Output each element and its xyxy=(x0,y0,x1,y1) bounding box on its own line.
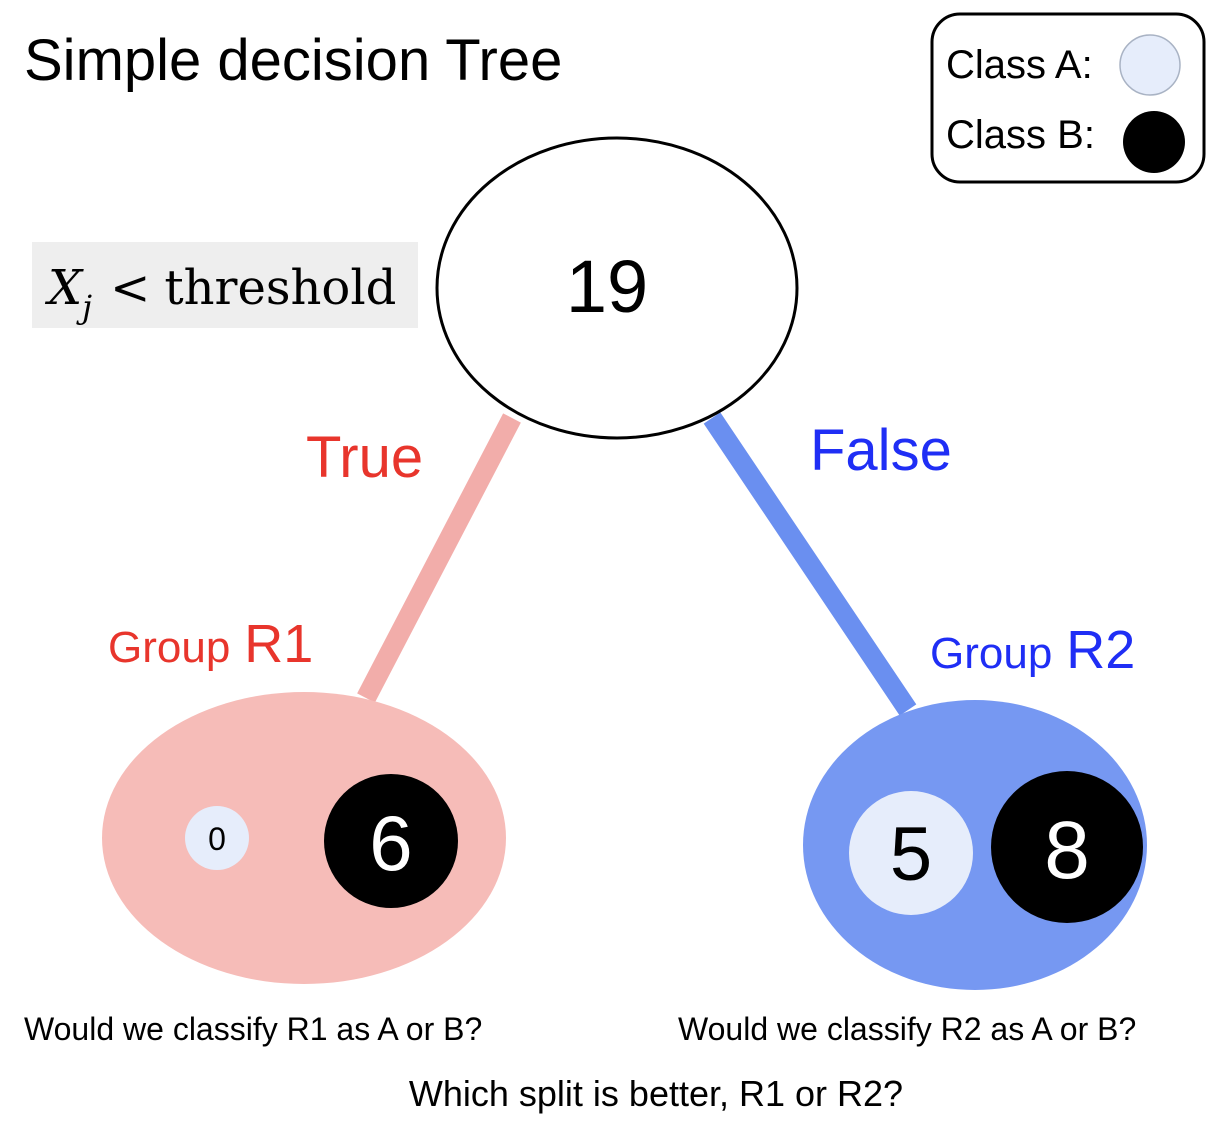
false-edge xyxy=(703,412,917,716)
group-r2-prefix: Group xyxy=(930,629,1052,678)
condition-box xyxy=(32,242,418,328)
condition-word: threshold xyxy=(164,260,396,316)
condition-operator: < xyxy=(110,260,150,316)
r1-class-a-count: 0 xyxy=(208,821,226,857)
group-r1-prefix: Group xyxy=(108,623,230,672)
false-label: False xyxy=(810,418,952,483)
diagram-title: Simple decision Tree xyxy=(24,28,562,93)
condition-text: Xj<threshold xyxy=(44,260,396,326)
group-r2-label: Group R2 xyxy=(930,620,1135,680)
legend-class-b-label: Class B: xyxy=(946,113,1095,157)
r1-class-b-circle xyxy=(324,774,458,908)
group-r1-label: Group R1 xyxy=(108,614,313,674)
group-r1-name: R1 xyxy=(244,614,313,674)
legend-class-b-swatch xyxy=(1123,111,1185,173)
split-condition: Xj<threshold xyxy=(32,242,418,328)
legend-class-a-label: Class A: xyxy=(946,43,1093,87)
root-ellipse xyxy=(435,136,799,440)
question-overall: Which split is better, R1 or R2? xyxy=(409,1073,903,1114)
true-label: True xyxy=(306,425,423,490)
group-r1: Group R1 0 6 xyxy=(102,614,506,984)
group-r1-ellipse xyxy=(102,692,506,984)
root-count: 19 xyxy=(566,245,648,328)
condition-variable: X xyxy=(44,260,84,316)
question-r2: Would we classify R2 as A or B? xyxy=(678,1011,1136,1047)
legend-class-a-swatch xyxy=(1119,34,1181,96)
question-r1: Would we classify R1 as A or B? xyxy=(24,1011,482,1047)
r1-class-a-circle xyxy=(185,806,249,870)
r2-class-b-circle xyxy=(991,771,1143,923)
r2-class-a-circle xyxy=(849,791,973,915)
group-r2: Group R2 5 8 xyxy=(803,620,1147,990)
r1-class-b-count: 6 xyxy=(369,799,412,887)
r2-class-b-count: 8 xyxy=(1044,805,1090,896)
r2-class-a-count: 5 xyxy=(890,812,932,897)
true-edge xyxy=(357,413,521,703)
group-r2-name: R2 xyxy=(1066,620,1135,680)
legend: Class A: Class B: xyxy=(930,12,1206,184)
root-node: 19 xyxy=(435,136,799,440)
